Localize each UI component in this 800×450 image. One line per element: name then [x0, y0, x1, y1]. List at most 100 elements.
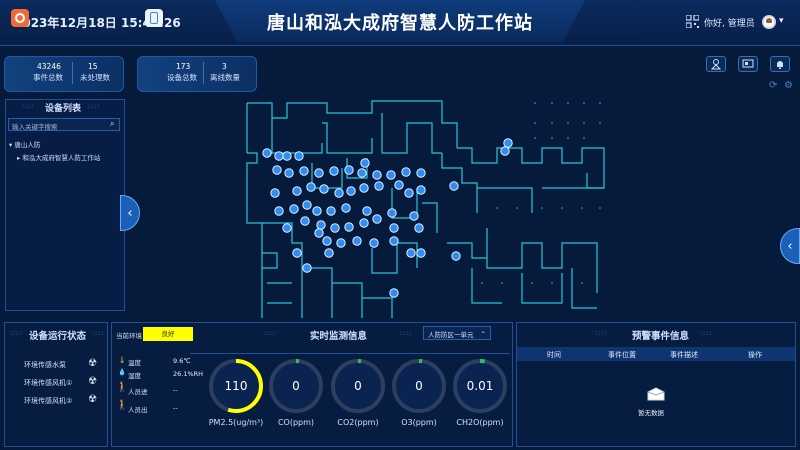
device-marker[interactable] — [316, 220, 326, 230]
device-marker[interactable] — [306, 182, 316, 192]
device-marker[interactable] — [416, 248, 426, 258]
device-marker[interactable] — [274, 206, 284, 216]
device-marker[interactable] — [416, 185, 426, 195]
device-marker[interactable] — [341, 203, 351, 213]
device-marker[interactable] — [302, 263, 312, 273]
device-marker[interactable] — [300, 216, 310, 226]
device-marker[interactable] — [282, 223, 292, 233]
tree-item-root[interactable]: ▾ 唐山人防 — [9, 139, 40, 149]
collapse-right-button[interactable]: ‹ — [780, 228, 800, 264]
device-marker[interactable] — [369, 238, 379, 248]
device-marker[interactable] — [289, 204, 299, 214]
device-marker[interactable] — [386, 170, 396, 180]
device-marker[interactable] — [344, 165, 354, 175]
refresh-icon[interactable]: ⟳ — [769, 80, 778, 91]
device-marker[interactable] — [330, 223, 340, 233]
device-marker[interactable] — [372, 170, 382, 180]
column-header: 操作 — [748, 351, 762, 359]
gauge-label: CO(ppm) — [277, 418, 315, 427]
device-markers[interactable] — [262, 138, 513, 298]
device-marker[interactable] — [314, 168, 324, 178]
zone-select[interactable]: 人防防区一单元 ⌄ — [423, 326, 491, 340]
device-marker[interactable] — [336, 238, 346, 248]
device-marker[interactable] — [416, 168, 426, 178]
device-marker[interactable] — [312, 206, 322, 216]
device-stats-card — [137, 56, 257, 92]
event-stats-card — [4, 56, 124, 92]
device-marker[interactable] — [414, 223, 424, 233]
thermometer-icon: 🌡 — [118, 356, 127, 364]
event-icon — [11, 9, 29, 27]
device-marker[interactable] — [360, 158, 370, 168]
device-marker[interactable] — [389, 236, 399, 246]
device-marker[interactable] — [262, 148, 272, 158]
device-marker[interactable] — [357, 168, 367, 178]
device-marker[interactable] — [394, 180, 404, 190]
device-marker[interactable] — [409, 211, 419, 221]
column-header: 事件描述 — [670, 351, 698, 359]
device-marker[interactable] — [352, 236, 362, 246]
device-marker[interactable] — [362, 206, 372, 216]
zone-selected-text: 人防防区一单元 — [428, 331, 474, 339]
current-datetime: 2023年12月18日 15:41:26 — [14, 16, 181, 30]
offline-label: 离线数量 — [210, 73, 240, 82]
device-marker[interactable] — [401, 167, 411, 177]
device-marker[interactable] — [359, 183, 369, 193]
floor-plan-walls — [246, 100, 605, 318]
qr-code-icon[interactable] — [686, 15, 699, 28]
device-marker[interactable] — [292, 186, 302, 196]
settings-icon[interactable]: ⚙ — [784, 80, 793, 91]
avatar[interactable] — [762, 15, 776, 29]
header-dots: :::: — [265, 330, 278, 337]
chevron-down-icon[interactable]: ▾ — [779, 16, 784, 26]
device-marker[interactable] — [406, 248, 416, 258]
device-marker[interactable] — [451, 251, 461, 261]
tree-item-station[interactable]: ▸ 和泓大成府智慧人防工作站 — [17, 152, 100, 162]
device-marker[interactable] — [389, 288, 399, 298]
gauge-value: 0 — [292, 379, 300, 393]
device-marker[interactable] — [372, 214, 382, 224]
device-marker[interactable] — [326, 206, 336, 216]
device-marker[interactable] — [282, 151, 292, 161]
device-marker[interactable] — [284, 168, 294, 178]
gauge-ch2o — [453, 359, 507, 413]
device-marker[interactable] — [344, 222, 354, 232]
device-marker[interactable] — [270, 188, 280, 198]
device-marker[interactable] — [500, 146, 510, 156]
device-marker[interactable] — [299, 166, 309, 176]
device-marker[interactable] — [319, 184, 329, 194]
screen-button[interactable] — [738, 56, 758, 72]
search-icon[interactable]: ⌕ — [110, 119, 115, 128]
env-row-value: 26.1%RH — [173, 370, 204, 378]
device-marker[interactable] — [324, 248, 334, 258]
device-marker[interactable] — [329, 166, 339, 176]
device-marker[interactable] — [302, 200, 312, 210]
current-env-label: 当前环境 — [116, 332, 142, 340]
floor-plan-map[interactable] — [232, 93, 617, 325]
device-marker[interactable] — [322, 236, 332, 246]
device-marker[interactable] — [387, 208, 397, 218]
gauge-level-arc — [392, 359, 446, 413]
unhandled-value: 15 — [88, 62, 98, 71]
device-marker[interactable] — [334, 188, 344, 198]
device-search-input[interactable]: 输入关键字搜索 — [8, 118, 120, 131]
device-marker[interactable] — [274, 151, 284, 161]
header-dots: :::: — [22, 103, 35, 110]
person-location-button[interactable] — [706, 56, 726, 72]
device-marker[interactable] — [292, 248, 302, 258]
device-marker[interactable] — [346, 186, 356, 196]
device-marker[interactable] — [389, 223, 399, 233]
device-marker[interactable] — [503, 138, 513, 148]
header-dots: :::: — [595, 330, 608, 337]
device-marker[interactable] — [314, 228, 324, 238]
collapse-left-button[interactable]: ‹ — [120, 195, 140, 231]
divider — [72, 62, 73, 84]
device-marker[interactable] — [359, 218, 369, 228]
bell-button[interactable] — [770, 56, 790, 72]
device-marker[interactable] — [294, 151, 304, 161]
device-marker[interactable] — [272, 165, 282, 175]
device-marker[interactable] — [449, 181, 459, 191]
device-marker[interactable] — [374, 181, 384, 191]
page-title: 唐山和泓大成府智慧人防工作站 — [267, 13, 533, 34]
device-marker[interactable] — [404, 188, 414, 198]
